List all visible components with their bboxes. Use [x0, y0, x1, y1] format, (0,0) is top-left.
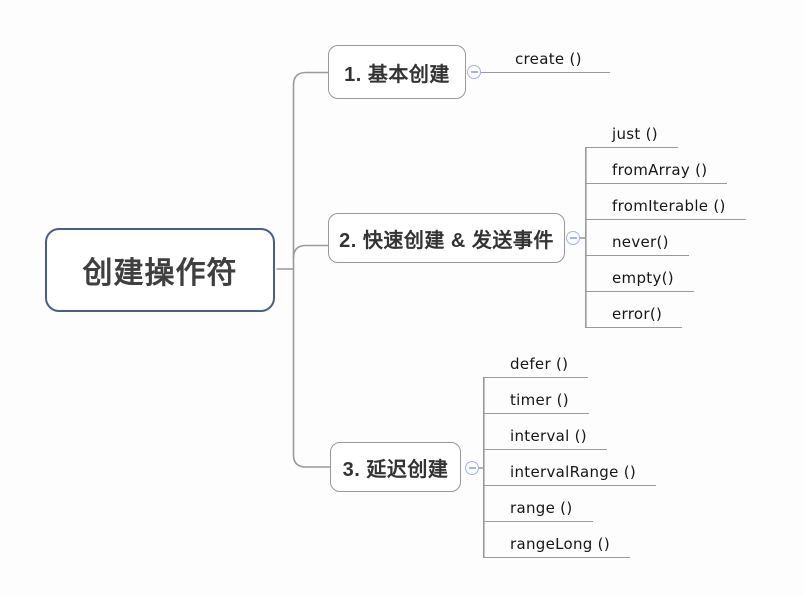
topic-never[interactable]: never() [585, 228, 689, 256]
collapse-button-branch2[interactable] [566, 231, 580, 245]
topic-defer[interactable]: defer () [483, 350, 589, 378]
branch-topic-basic-create[interactable]: 1. 基本创建 [328, 45, 466, 99]
topic-interval[interactable]: interval () [483, 422, 607, 450]
collapse-button-branch3[interactable] [465, 461, 479, 475]
topic-fromiterable[interactable]: fromIterable () [585, 192, 746, 220]
minus-icon [569, 237, 577, 239]
topic-create[interactable]: create () [481, 45, 610, 73]
trunk-line [292, 71, 332, 468]
branch-topic-delayed-create[interactable]: 3. 延迟创建 [330, 442, 461, 492]
topic-fromarray[interactable]: fromArray () [585, 156, 728, 184]
topic-just[interactable]: just () [585, 120, 678, 148]
topic-timer[interactable]: timer () [483, 386, 589, 414]
root-topic[interactable]: 创建操作符 [45, 228, 275, 312]
minus-icon [470, 71, 478, 73]
topic-empty[interactable]: empty() [585, 264, 694, 292]
branch-topic-quick-create[interactable]: 2. 快速创建 & 发送事件 [328, 213, 565, 263]
collapse-button-branch1[interactable] [467, 65, 481, 79]
topic-rangelong[interactable]: rangeLong () [483, 530, 630, 558]
minus-icon [468, 467, 476, 469]
topic-intervalrange[interactable]: intervalRange () [483, 458, 657, 486]
branch2-connector-line [292, 244, 329, 259]
topic-range[interactable]: range () [483, 494, 593, 522]
topic-error[interactable]: error() [585, 300, 683, 328]
